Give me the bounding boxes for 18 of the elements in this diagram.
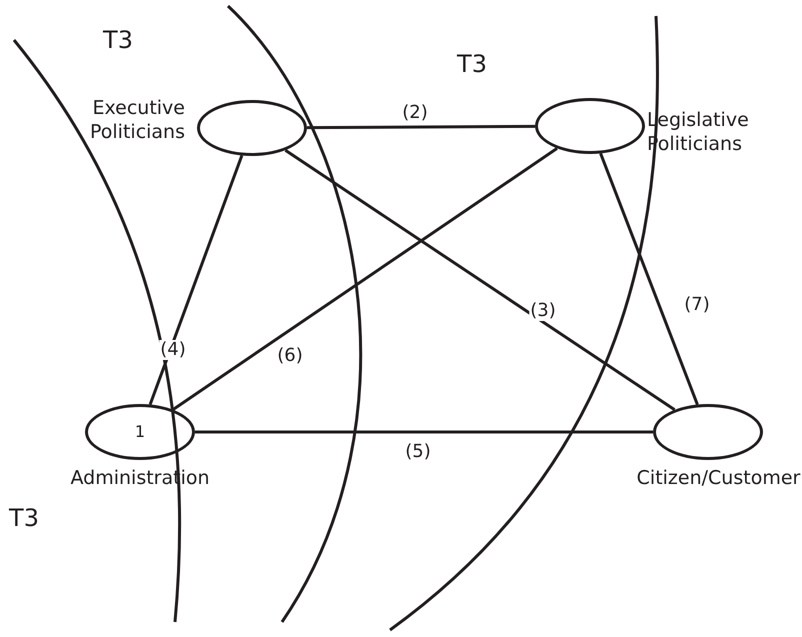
edge-label: (5) — [404, 442, 432, 462]
edge-label: (2) — [401, 103, 429, 123]
edge-label: (6) — [276, 346, 304, 366]
connector-line — [599, 152, 699, 406]
connector-line — [284, 149, 676, 411]
connector-line — [172, 147, 558, 411]
node-label: 1 — [134, 421, 146, 443]
region-label: T3 — [103, 26, 133, 54]
connector-line — [306, 124, 536, 130]
edge-label: (3) — [529, 301, 557, 321]
region-label: T3 — [457, 50, 487, 78]
connector-line — [148, 155, 244, 405]
edge-label: (7) — [683, 295, 711, 315]
node-label: Citizen/Customer — [636, 466, 802, 490]
edge-label: (4) — [159, 340, 187, 360]
node-label: Executive Politicians — [89, 96, 185, 144]
region-label: T3 — [9, 504, 39, 532]
connector-line — [195, 430, 653, 434]
